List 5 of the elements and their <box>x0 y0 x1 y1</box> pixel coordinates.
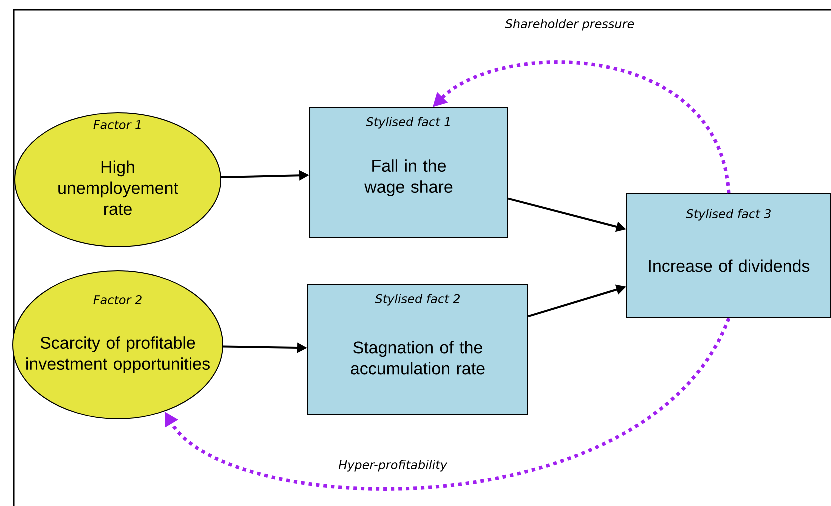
edge-label: Shareholder pressure <box>503 17 637 33</box>
fact-box: Stylised fact 2 Stagnation of the accumulation rate <box>308 284 528 416</box>
edge-label: Hyper-profitability <box>336 458 450 474</box>
fact-box: Stylised fact 1 Fall in the wage share <box>310 108 508 238</box>
fact-box: Stylised fact 3 Increase of dividends <box>626 194 831 318</box>
